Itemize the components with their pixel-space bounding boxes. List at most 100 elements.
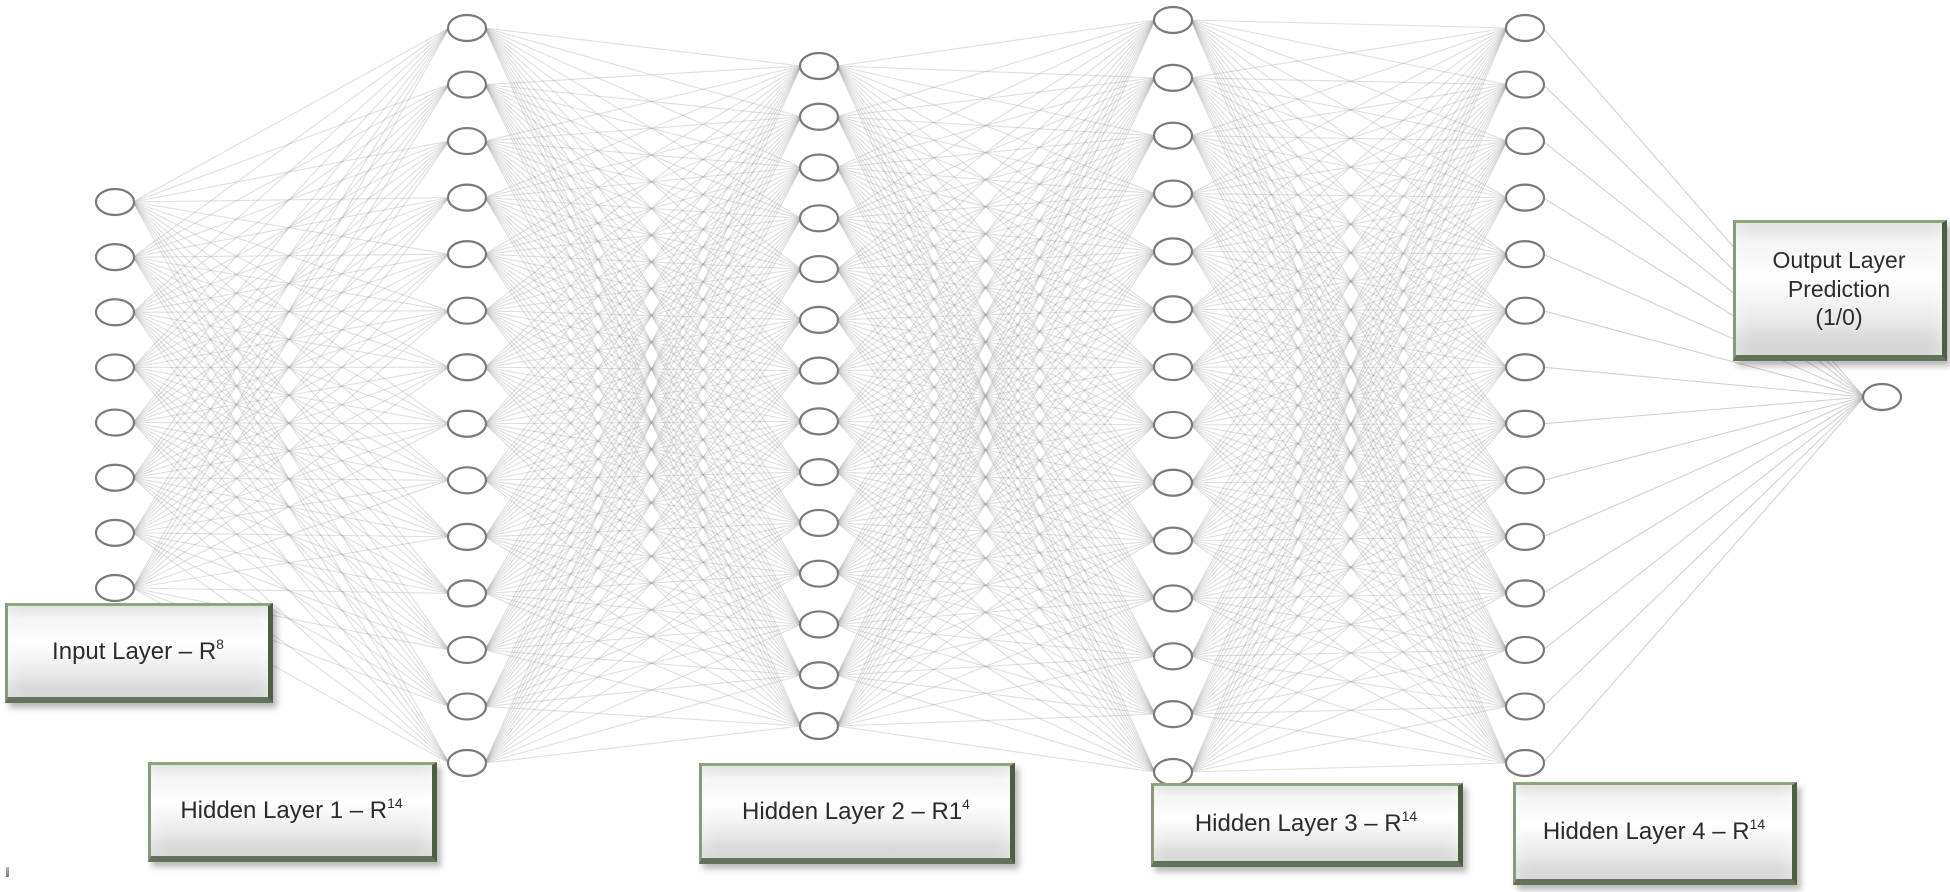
connection-line [484,268,802,312]
connection-line [1190,19,1508,594]
connection-line [1190,424,1508,764]
hidden1-neuron-node [446,70,488,99]
connection-line [1190,479,1508,715]
output-neuron-node [1861,382,1903,412]
input-neuron-node [94,573,136,603]
connection-line [132,366,450,589]
connection-line [836,65,1156,310]
connection-line [1542,396,1865,481]
connection-line [484,310,802,372]
connection-line [132,201,450,481]
input-neuron-node [94,243,136,272]
connection-line [132,197,450,313]
connection-line [836,193,1156,473]
connection-line [484,423,802,473]
connection-line [836,217,1156,657]
connection-line [1190,27,1508,541]
connection-line [1190,135,1508,425]
connection-line [132,140,450,313]
connection-line [1190,540,1508,651]
connection-line [1190,140,1508,310]
connection-line [836,65,1156,252]
connection-line [1190,366,1508,764]
connection-line [836,167,1156,599]
connection-line [484,253,802,270]
connection-line [484,522,802,538]
connection-line [836,713,1156,727]
connection-line [132,479,450,534]
connection-line [836,19,1156,422]
connection-line [484,167,802,425]
connection-line [836,217,1156,599]
connection-line [836,370,1156,484]
connection-line [484,423,802,727]
connection-line [132,366,450,425]
connection-line [1190,19,1508,538]
connection-line [484,253,802,727]
connection-line [836,268,1156,715]
connection-line [484,573,802,594]
connection-line [484,84,802,321]
connection-line [1190,366,1508,481]
hidden3-neuron-node [1152,179,1194,208]
connection-line [484,649,802,727]
connection-line [836,268,1156,599]
hidden2-neuron-node [798,102,840,131]
connection-line [484,310,802,524]
connection-line [484,65,802,538]
connection-line [836,217,1156,542]
connection-line [1190,366,1508,657]
connection-line [484,366,802,625]
connection-line [836,482,1156,727]
hidden1-neuron-node [446,579,488,608]
connection-line [484,218,802,764]
connection-line [484,522,802,594]
connection-line [1190,366,1508,542]
connection-line [132,253,450,424]
connection-line [836,193,1156,625]
connection-line [1190,197,1508,599]
connection-line [1190,140,1508,599]
connection-line [132,532,450,594]
connection-line [132,477,450,764]
connection-line [132,422,450,538]
connection-line [1190,77,1508,368]
hidden2-neuron-node [798,356,840,385]
connection-line [1190,649,1508,773]
connection-line [836,319,1156,426]
connection-line [1190,308,1508,594]
connection-line [836,65,1156,773]
connection-line [1190,366,1508,651]
connection-line [1190,536,1508,773]
connection-line [484,65,802,425]
connection-line [836,193,1156,676]
connection-line [484,140,802,524]
connection-line [484,253,802,321]
connection-line [132,201,450,255]
connection-line [1190,197,1508,368]
connection-line [1542,396,1865,538]
connection-line [836,308,1156,575]
connection-line [1190,424,1508,481]
connection-line [484,140,802,422]
connection-line [484,27,802,67]
connection-line [484,253,802,676]
connection-line [836,65,1156,599]
hidden1-neuron-node [446,635,488,665]
connection-line [836,674,1156,773]
hidden2-neuron-node [798,51,840,81]
connection-line [484,65,802,255]
connection-line [836,471,1156,773]
hidden1-neuron-node [446,409,488,438]
connection-line [1190,27,1508,195]
connection-line [1190,310,1508,484]
connection-line [1190,253,1508,773]
connection-line [1190,250,1508,368]
connection-line [1190,250,1508,425]
connection-line [836,135,1156,676]
connection-line [836,424,1156,727]
connection-line [836,116,1156,657]
connection-line [484,592,802,727]
connection-line [836,19,1156,270]
connection-line [484,84,802,169]
